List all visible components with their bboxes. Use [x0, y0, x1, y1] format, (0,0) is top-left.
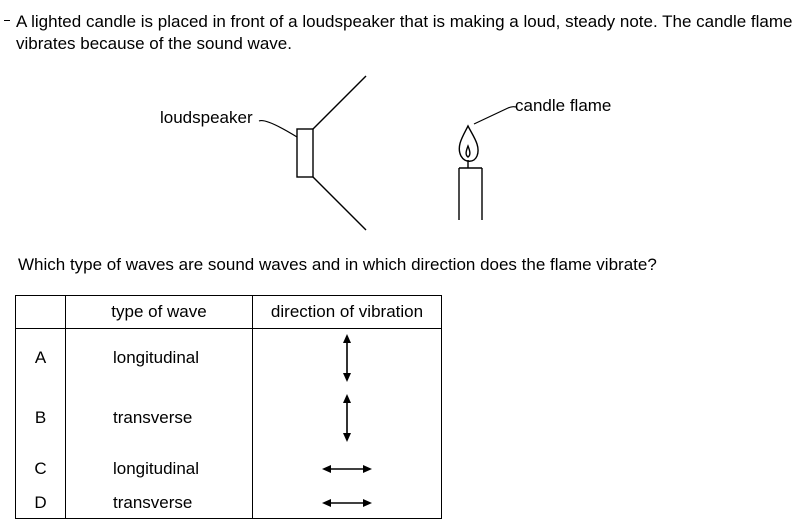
- candle-flame-label: candle flame: [515, 96, 611, 115]
- option-direction: [252, 328, 442, 387]
- table-row[interactable]: C longitudinal: [15, 448, 442, 489]
- option-wave-type: transverse: [65, 386, 253, 449]
- loudspeaker-candle-diagram: loudspeaker candle flame: [160, 75, 611, 231]
- horizontal-double-arrow-icon: [322, 499, 372, 508]
- option-direction: [252, 386, 442, 449]
- option-wave-type: longitudinal: [65, 448, 253, 489]
- option-direction: [252, 448, 442, 489]
- candle-icon: [458, 124, 483, 220]
- answer-options-table: type of wave direction of vibration A lo…: [15, 295, 442, 519]
- bullet-dash: [4, 20, 10, 22]
- loudspeaker-icon: [296, 75, 367, 231]
- table-row[interactable]: D transverse: [15, 488, 442, 519]
- option-letter: B: [15, 386, 66, 449]
- loudspeaker-label: loudspeaker: [160, 108, 253, 127]
- table-row[interactable]: B transverse: [15, 386, 442, 449]
- option-wave-type: longitudinal: [65, 328, 253, 387]
- table-row[interactable]: A longitudinal: [15, 328, 442, 387]
- horizontal-double-arrow-icon: [322, 464, 372, 473]
- header-letter: [15, 295, 66, 329]
- header-type-of-wave: type of wave: [65, 295, 253, 329]
- question-prompt: Which type of waves are sound waves and …: [18, 255, 657, 274]
- option-direction: [252, 488, 442, 519]
- option-letter: C: [15, 448, 66, 489]
- vertical-double-arrow-icon: [343, 393, 351, 442]
- flame-pointer-line: [473, 106, 517, 125]
- option-wave-type: transverse: [65, 488, 253, 519]
- option-letter: D: [15, 488, 66, 519]
- table-header-row: type of wave direction of vibration: [15, 295, 442, 329]
- vertical-double-arrow-icon: [343, 333, 351, 382]
- header-direction-of-vibration: direction of vibration: [252, 295, 442, 329]
- loudspeaker-pointer-line: [258, 119, 298, 138]
- option-letter: A: [15, 328, 66, 387]
- question-intro: A lighted candle is placed in front of a…: [16, 12, 793, 53]
